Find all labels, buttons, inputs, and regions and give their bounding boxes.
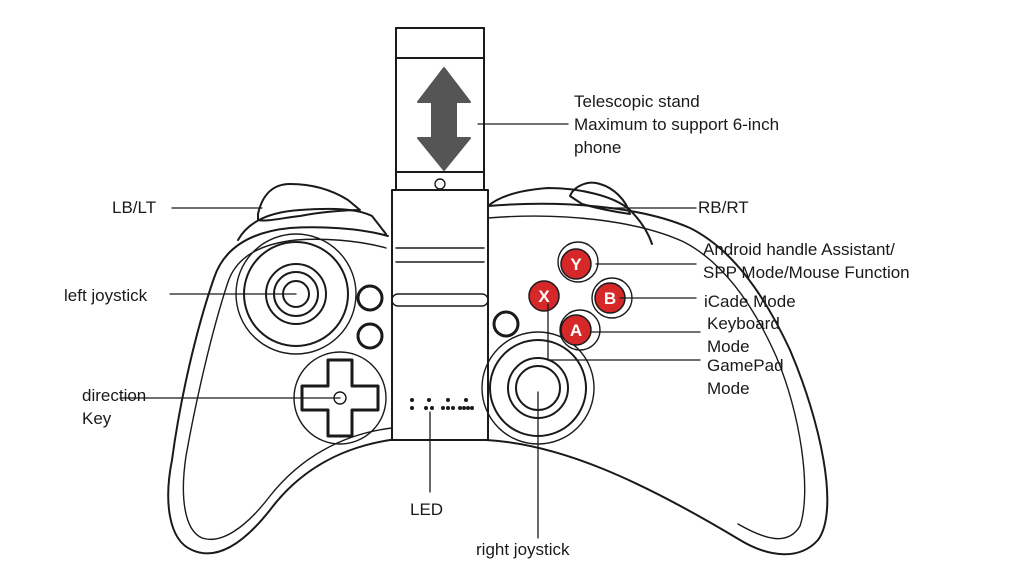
y-button xyxy=(560,248,592,280)
right-bumper xyxy=(487,181,653,245)
body-inner-outline xyxy=(182,238,393,540)
x-button xyxy=(528,280,560,312)
label-led: LED xyxy=(410,500,444,519)
led-indicators xyxy=(410,398,474,410)
face-buttons xyxy=(528,241,633,351)
home-button xyxy=(492,310,520,338)
label-left-joystick: left joystick xyxy=(64,286,148,305)
b-button-label: B xyxy=(604,289,616,308)
label-icade-mode: iCade Mode xyxy=(704,292,796,311)
label-android-mode: Android handle Assistant/ SPP Mode/Mouse… xyxy=(703,240,910,282)
label-direction-key: direction Key xyxy=(82,386,147,428)
y-button-label: Y xyxy=(570,255,582,274)
x-button-label: X xyxy=(538,287,550,306)
a-button xyxy=(560,314,592,346)
double-arrow-icon xyxy=(417,67,471,171)
select-button xyxy=(356,284,384,312)
label-right-joystick: right joystick xyxy=(476,540,570,559)
label-telescopic-stand: Telescopic stand Maximum to support 6-in… xyxy=(574,92,780,157)
label-gamepad-mode: GamePad Mode xyxy=(707,356,784,398)
telescopic-stand xyxy=(391,27,489,441)
a-button-label: A xyxy=(570,321,582,340)
left-bumper xyxy=(237,183,387,241)
start-button xyxy=(356,322,384,350)
controller-body xyxy=(167,202,829,556)
leader-lines xyxy=(119,123,701,539)
label-lb-lt: LB/LT xyxy=(112,198,157,217)
label-rb-rt: RB/RT xyxy=(698,198,749,217)
label-keyboard-mode: Keyboard Mode xyxy=(707,314,780,356)
